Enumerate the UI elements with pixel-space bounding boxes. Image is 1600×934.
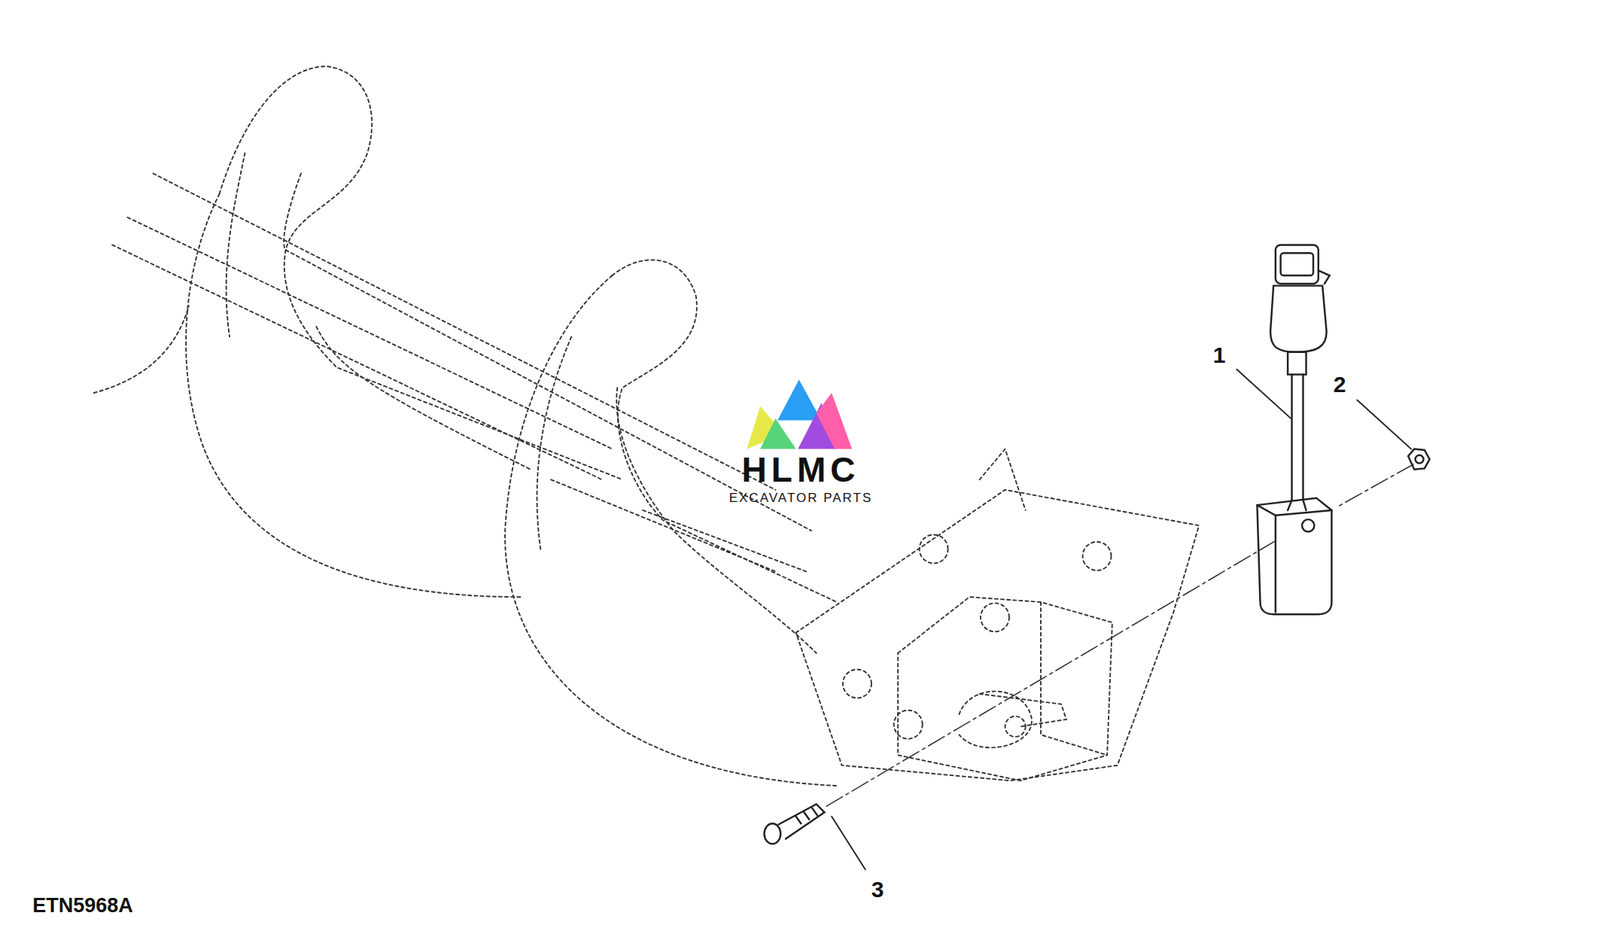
figure-id: ETN5968A bbox=[32, 895, 134, 916]
nut bbox=[1408, 449, 1430, 470]
sensor bbox=[1256, 244, 1332, 615]
callout-number: 2 bbox=[1333, 373, 1347, 396]
watermark-subtitle: EXCAVATOR PARTS bbox=[729, 491, 874, 505]
watermark-logo-text: HLMC bbox=[742, 452, 861, 487]
bolt bbox=[764, 803, 825, 844]
assembly-axis bbox=[826, 464, 1414, 807]
callout-number: 1 bbox=[1213, 343, 1226, 367]
leader-lines bbox=[831, 369, 1412, 870]
callout-number: 3 bbox=[871, 878, 885, 901]
bucket-phantom bbox=[94, 66, 1199, 786]
logo-mark bbox=[746, 379, 852, 449]
